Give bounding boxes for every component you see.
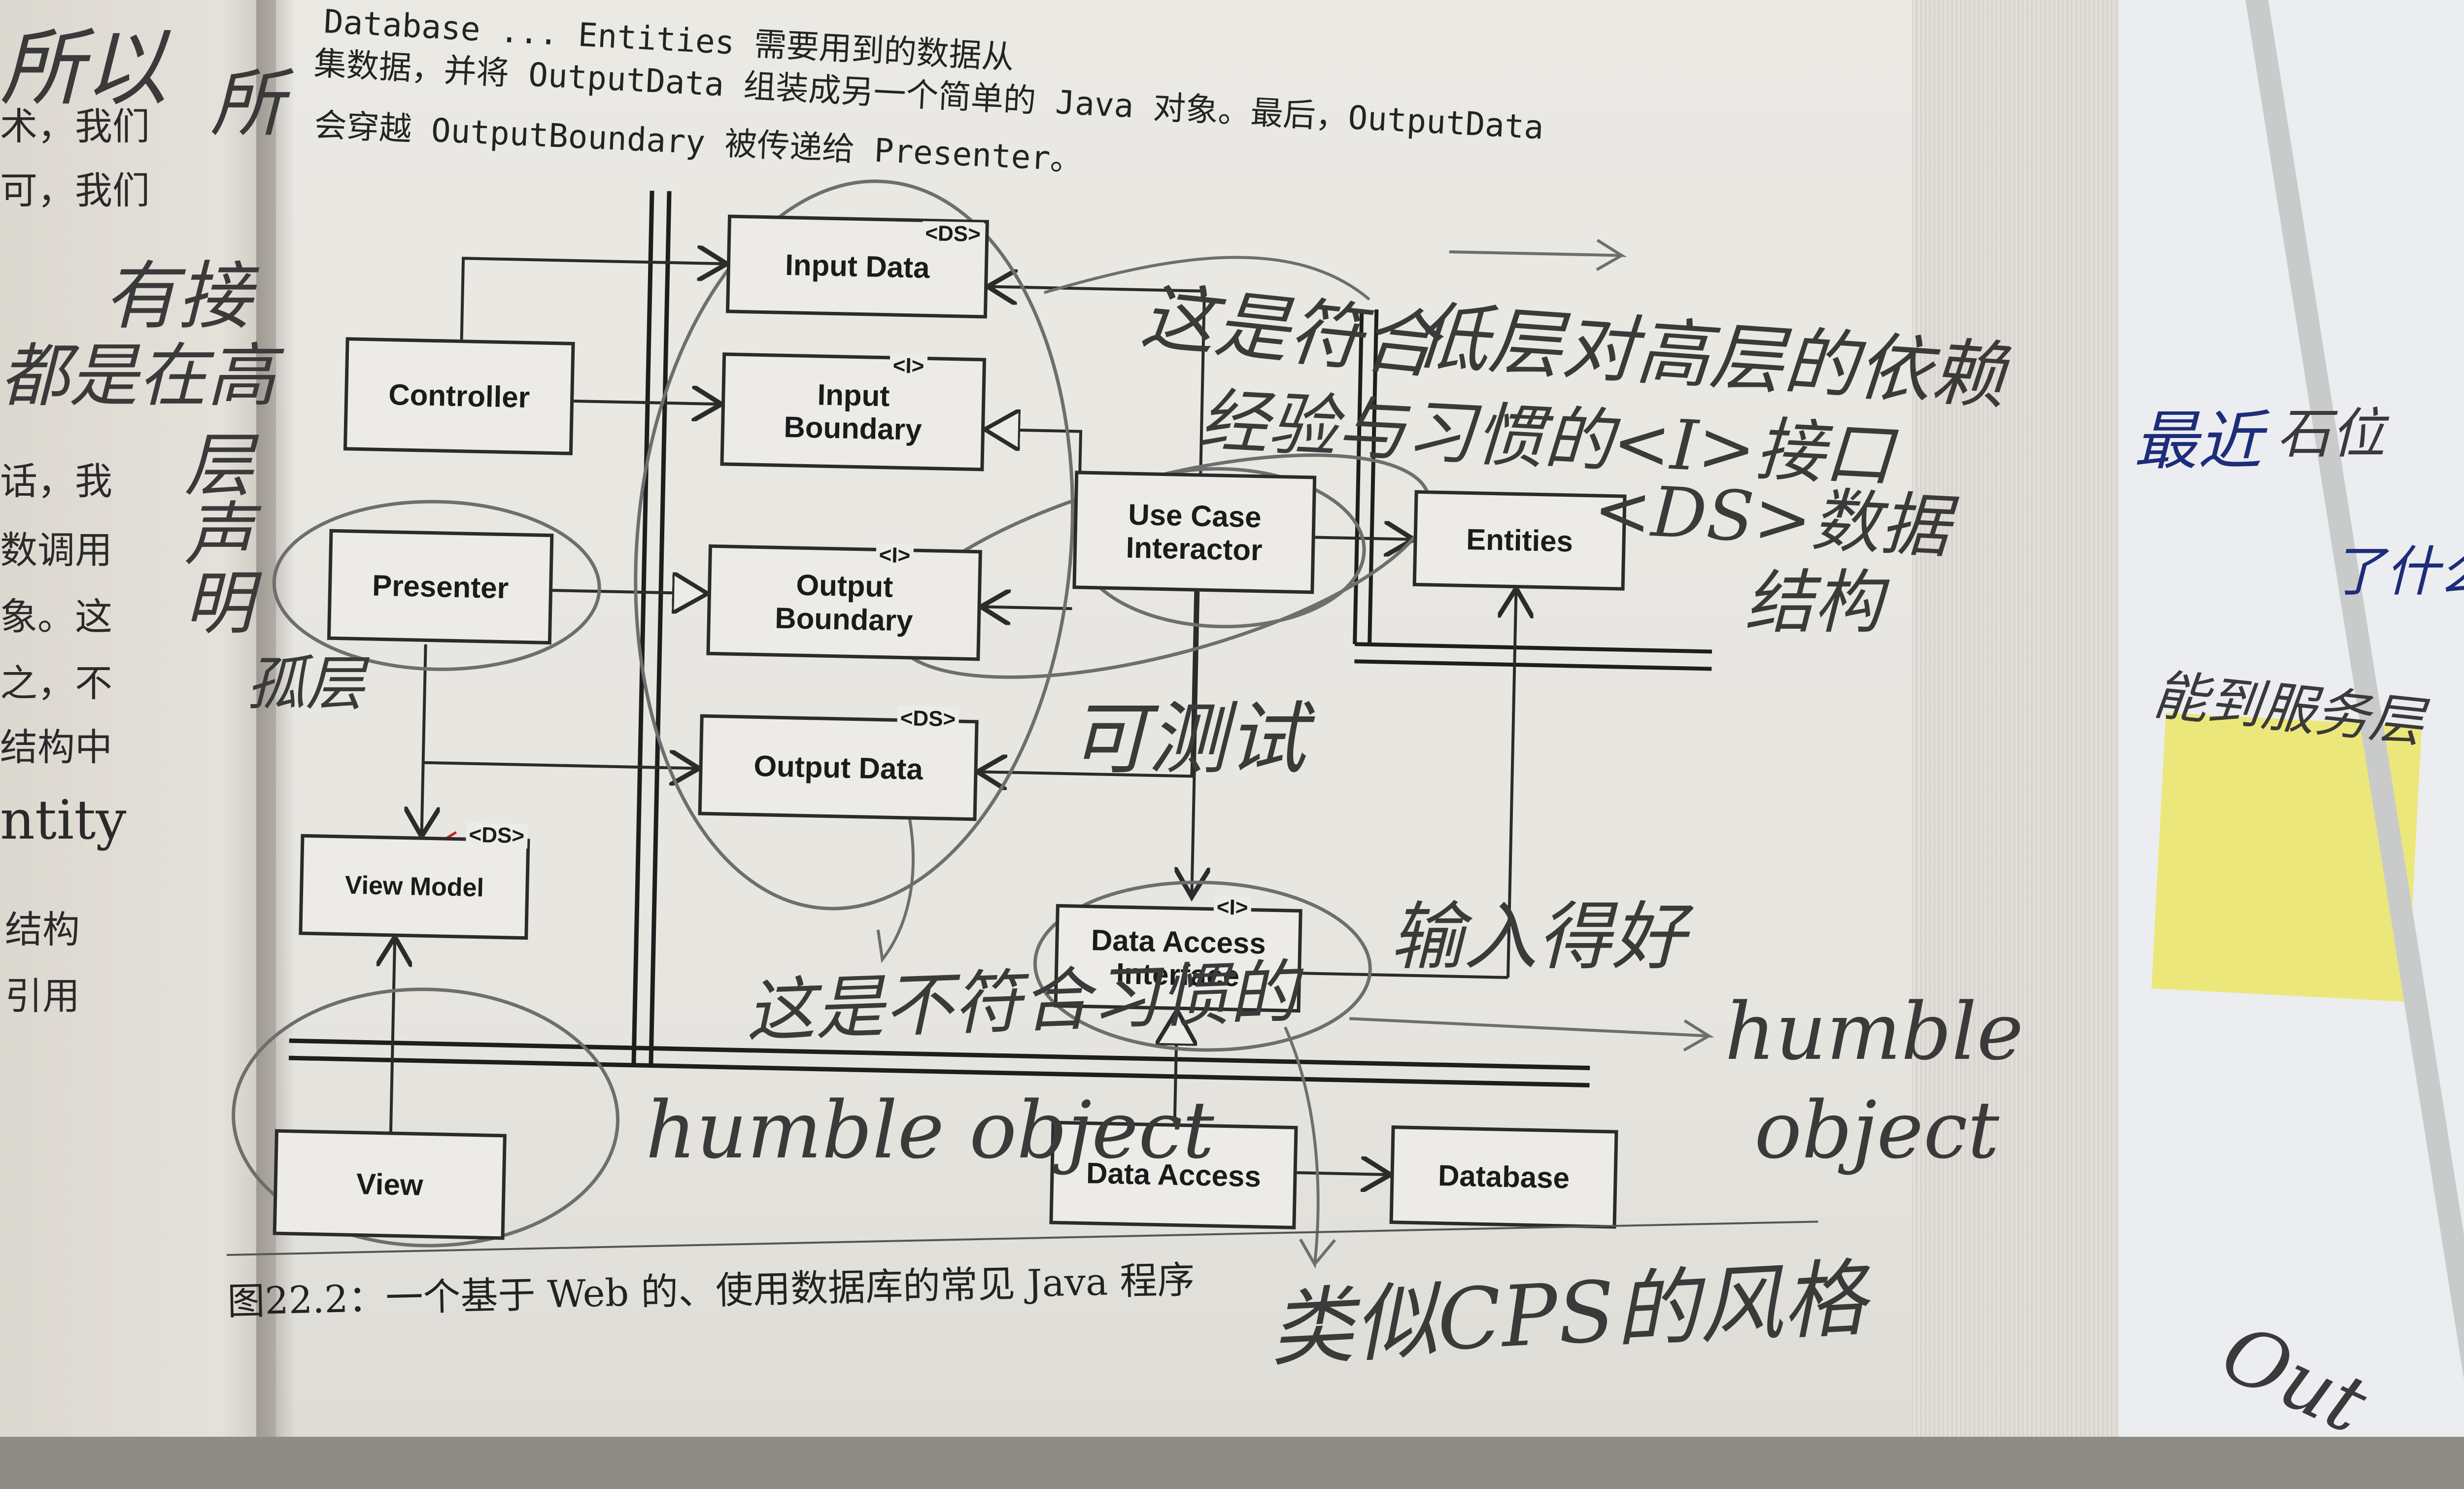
output-data-label: Output Data <box>753 749 924 786</box>
output-boundary-box: Output Boundary <box>706 544 982 661</box>
output-boundary-label: Output Boundary <box>730 567 958 638</box>
use-case-interactor-label: Use Case Interactor <box>1091 497 1298 568</box>
ds-stereotype-label: <DS> <box>922 221 984 247</box>
handwritten-note-object: object <box>1754 1084 1999 1176</box>
database-box: Database <box>1389 1125 1618 1229</box>
handwritten-margin-note: 所 <box>187 64 294 138</box>
handwritten-margin-note: 孤层 <box>246 636 365 721</box>
view-model-box: View Model <box>299 834 530 940</box>
handwritten-note-not-convention: 这是不符合习惯的 <box>744 937 1299 1055</box>
handwritten-note-humble: humble <box>1725 985 2023 1078</box>
ds-stereotype-label: <DS> <box>897 706 959 732</box>
interface-stereotype-label: <I> <box>1213 895 1251 920</box>
presenter-box: Presenter <box>327 529 554 644</box>
handwritten-margin-note: 都是在高 <box>0 320 276 420</box>
input-boundary-label: Input Boundary <box>744 376 962 447</box>
view-box: View <box>273 1129 507 1240</box>
controller-label: Controller <box>388 378 530 414</box>
entities-label: Entities <box>1466 523 1574 558</box>
sheet-handwriting: 最近 <box>2134 389 2262 482</box>
use-case-interactor-box: Use Case Interactor <box>1072 471 1316 594</box>
handwritten-note-humble-object: humble object <box>646 1084 1214 1176</box>
ds-stereotype-label: <DS> <box>466 823 528 849</box>
view-label: View <box>356 1167 423 1202</box>
interface-stereotype-label: <I> <box>876 543 914 569</box>
database-label: Database <box>1437 1159 1570 1195</box>
input-data-label: Input Data <box>785 248 930 284</box>
handwritten-margin-note: 所以 <box>0 0 168 121</box>
sheet-handwriting: 石位 <box>2277 389 2385 468</box>
controller-box: Controller <box>343 337 575 455</box>
view-model-label: View Model <box>344 871 484 903</box>
handwritten-note-structure: 结构 <box>1745 547 1882 646</box>
sheet-handwriting: 了什么? <box>2331 527 2464 606</box>
interface-stereotype-label: <I> <box>890 353 927 379</box>
input-boundary-box: Input Boundary <box>720 352 986 471</box>
handwritten-note-input: 输入得好 <box>1390 877 1685 984</box>
presenter-label: Presenter <box>372 569 509 605</box>
handwritten-margin-note: 层声明 <box>163 429 262 636</box>
handwritten-note-test: 可测试 <box>1069 675 1306 789</box>
handwriting-text: 所以 <box>0 20 168 117</box>
